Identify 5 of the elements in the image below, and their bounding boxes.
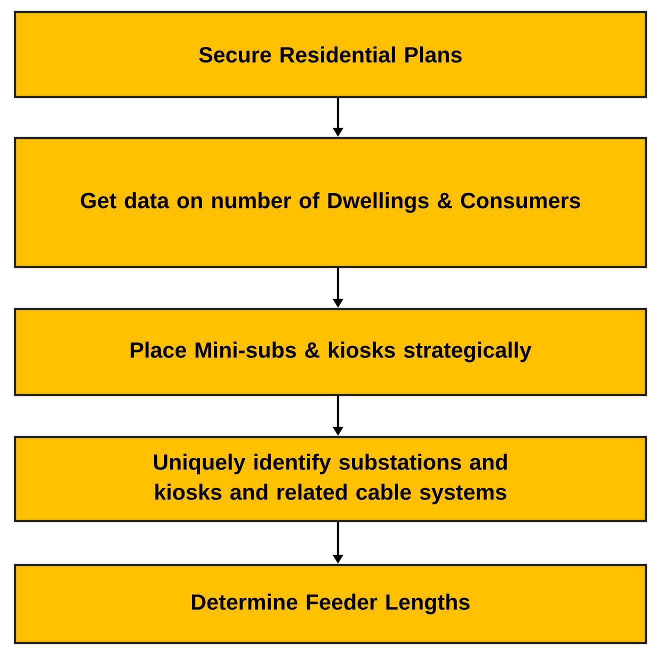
process-box: Get data on number of Dwellings & Consumers	[14, 136, 648, 268]
process-box: Uniquely identify substations and kiosks and related cable systems	[14, 436, 648, 522]
process-box: Place Mini-subs & kiosks strategically	[14, 308, 648, 396]
process-box: Determine Feeder Lengths	[14, 564, 648, 644]
process-box: Secure Residential Plans	[14, 10, 648, 98]
